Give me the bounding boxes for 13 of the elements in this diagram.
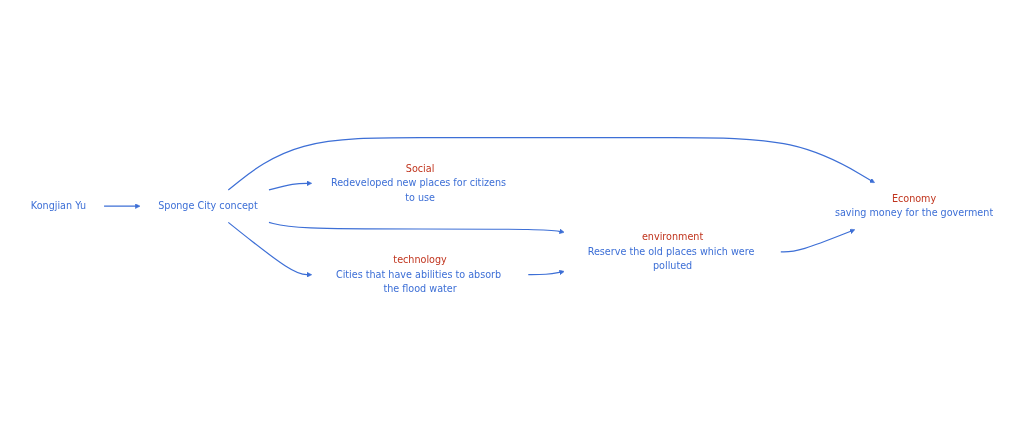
arrow [780,228,856,253]
arrow [103,203,141,209]
node-text: environment Reserve the old places which were polluted [587,231,755,272]
node-text: technology Cities that have abilities to absorb the flood water [335,254,502,295]
node-text: Social Redeveloped new places for citizens to use [330,162,507,204]
node-text: Kongjian Yu [30,200,87,212]
arrow [268,180,313,191]
node-text: Sponge City concept [158,200,258,212]
arrow [527,269,565,276]
arrow [268,221,565,235]
arrow [227,137,875,191]
node-text: Economy saving money for the goverment [834,192,994,219]
arrow [227,221,313,278]
